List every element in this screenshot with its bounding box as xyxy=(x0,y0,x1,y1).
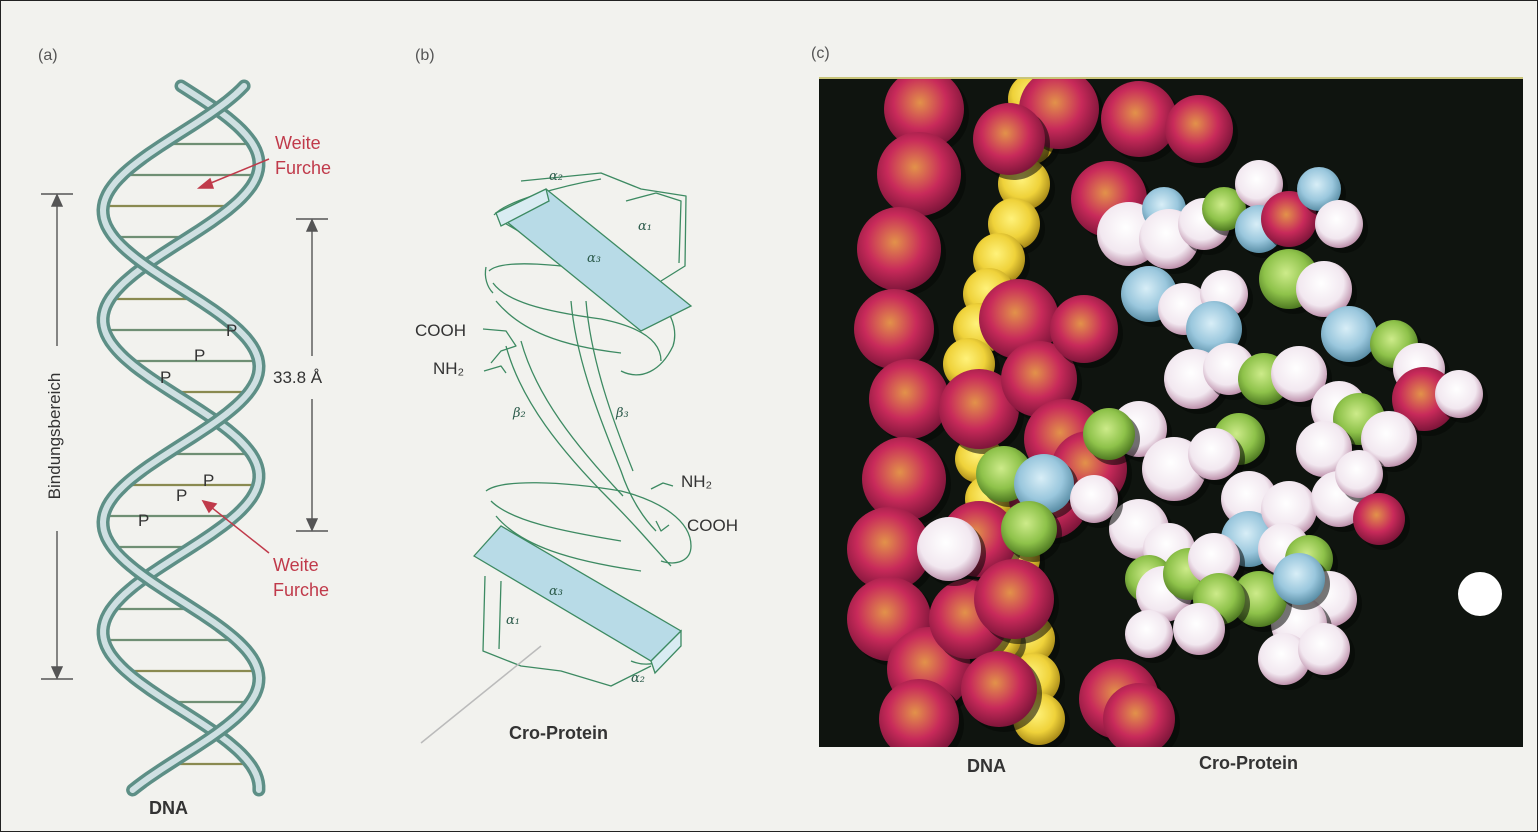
phosphate-atom xyxy=(862,437,946,521)
phosphate-atom xyxy=(869,359,949,439)
alpha3-helix-lower xyxy=(474,526,681,673)
hydrogen-atom xyxy=(1335,450,1383,498)
nitrogen-atom xyxy=(1273,553,1325,605)
hydrogen-atom xyxy=(1298,623,1350,675)
alpha1-label-bottom: α₁ xyxy=(506,613,520,628)
phosphate-atom xyxy=(973,103,1045,175)
alpha3-label-top: α₃ xyxy=(587,251,601,266)
phosphate-atom xyxy=(854,289,934,369)
white-marker-dot xyxy=(1458,572,1502,616)
hydrogen-atom xyxy=(917,517,981,581)
phosphate-atom xyxy=(1165,95,1233,163)
space-filling-model-photo xyxy=(819,77,1523,747)
nitrogen-atom xyxy=(1321,306,1377,362)
alpha1-label-top: α₁ xyxy=(638,219,652,234)
beta3-label: β₃ xyxy=(616,406,629,421)
phosphate-atom xyxy=(1050,295,1118,363)
panel-c-label: (c) xyxy=(811,45,830,63)
hydrogen-atom xyxy=(1435,370,1483,418)
carbon-atom xyxy=(1083,408,1135,460)
space-filling-model xyxy=(819,79,1523,747)
phosphate-atom xyxy=(1101,81,1177,157)
phosphate-atom xyxy=(974,559,1054,639)
c-terminus-label-bottom: COOH xyxy=(687,516,738,536)
phosphate-atom xyxy=(1353,493,1405,545)
hydrogen-atom xyxy=(1125,610,1173,658)
alpha2-label-bottom: α₂ xyxy=(631,671,645,686)
alpha3-label-bottom: α₃ xyxy=(549,584,563,599)
phosphate-atom xyxy=(857,207,941,291)
phosphate-atom xyxy=(877,132,961,216)
hydrogen-atom xyxy=(1188,428,1240,480)
hydrogen-atom xyxy=(1315,200,1363,248)
n-terminus-label-top: NH₂ xyxy=(433,359,464,379)
panel-c-caption-dna: DNA xyxy=(967,756,1006,777)
carbon-atom xyxy=(1001,501,1057,557)
atom-spheres xyxy=(847,79,1488,747)
panel-b-caption: Cro-Protein xyxy=(509,723,608,744)
beta2-label: β₂ xyxy=(513,406,526,421)
alpha2-label-top: α₂ xyxy=(549,169,563,184)
c-terminus-label-top: COOH xyxy=(415,321,466,341)
hydrogen-atom xyxy=(1173,603,1225,655)
phosphate-atom xyxy=(961,651,1037,727)
hydrogen-atom xyxy=(1070,475,1118,523)
panel-c-caption-protein: Cro-Protein xyxy=(1199,753,1298,774)
n-terminus-label-bottom: NH₂ xyxy=(681,472,712,492)
cro-protein-ribbon-diagram xyxy=(1,1,801,831)
